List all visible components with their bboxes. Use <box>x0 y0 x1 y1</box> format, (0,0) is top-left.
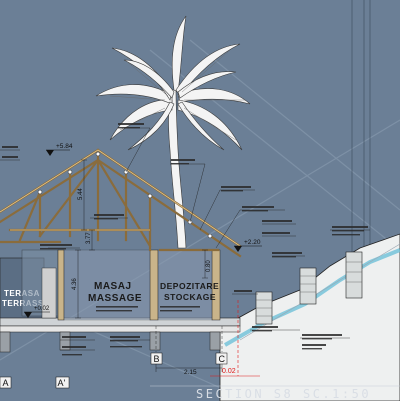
axis-a-prime-label: A' <box>58 378 66 388</box>
room-label-massage: MASSAGE <box>88 293 142 304</box>
material-callout-notes <box>2 123 368 356</box>
dimension-wall-height: 3.77 <box>86 232 92 244</box>
palm-tree-illustration <box>95 15 251 249</box>
elevation-marker-right-floor: +2.20 <box>234 239 262 252</box>
red-ground-reference: 0.02 <box>210 300 260 377</box>
dimension-bay-width: 2.15 <box>184 369 197 376</box>
gabion-stone-hatching <box>256 261 362 317</box>
grid-axis-bubble-c: C <box>215 352 228 365</box>
room-label-masaj: MASAJ <box>94 281 132 292</box>
terrace-label-ro: TERASA <box>4 289 40 298</box>
building-walls <box>41 249 221 321</box>
grid-axis-bubble-a-prime: A' <box>55 376 70 389</box>
axis-b-label: B <box>154 354 160 364</box>
room-label-depozitare: DEPOZITARE <box>160 281 219 291</box>
section-title: SECTION S8 SC.1:50 <box>196 387 371 401</box>
elevation-floor-text: +0.02 <box>34 306 50 312</box>
elevation-right-floor-text: +2.20 <box>244 239 261 246</box>
elevation-marker-ridge: +5.84 <box>46 143 73 156</box>
dimension-room-height: 4.36 <box>72 278 78 290</box>
axis-c-label: C <box>219 354 226 364</box>
room-label-stockage: STOCKAGE <box>164 292 216 302</box>
red-elevation-text: 0.02 <box>222 368 236 375</box>
grid-axis-bubble-a: A <box>0 376 12 389</box>
section-title-block: SECTION S8 SC.1:50 <box>150 385 400 401</box>
axis-a-label: A <box>3 378 9 388</box>
grid-axis-bubble-b: B <box>150 352 163 365</box>
dimension-lines-vertical <box>75 159 208 319</box>
elevation-marker-floor: +0.02 <box>24 306 50 318</box>
grid-axis-lines <box>155 326 223 352</box>
elevation-ridge-text: +5.84 <box>56 143 73 150</box>
palm-frond-hatching <box>109 49 245 141</box>
dimension-roof-height: 5.44 <box>78 188 84 200</box>
dimension-line-horizontal <box>155 364 223 372</box>
roof-beam-fill <box>0 149 241 247</box>
dimension-store-height: 0.80 <box>206 260 212 272</box>
